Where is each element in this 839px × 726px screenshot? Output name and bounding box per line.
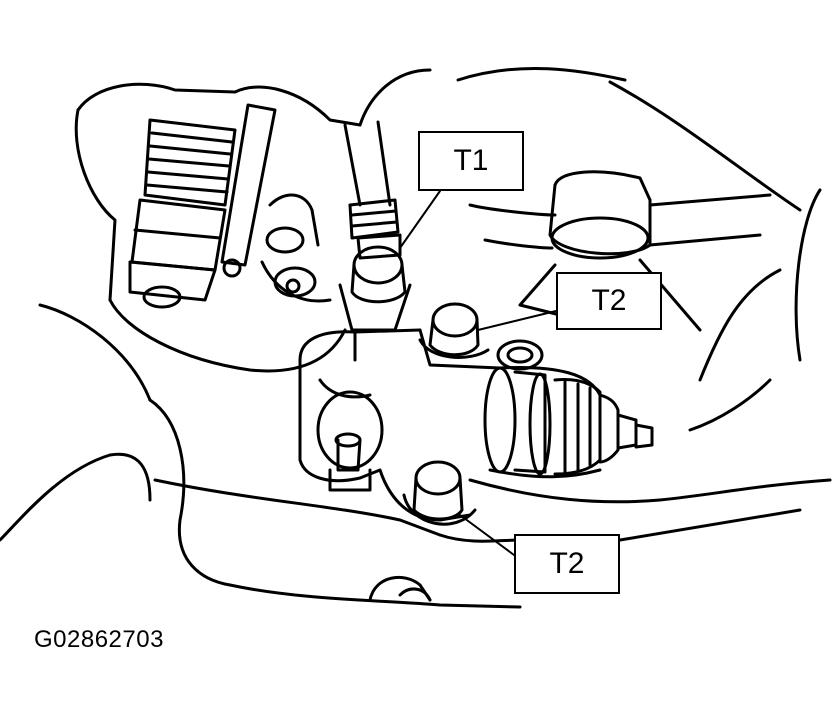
t1-union-bolt xyxy=(338,245,412,332)
t1-label-text: T1 xyxy=(453,144,489,177)
t2-lower-label-text: T2 xyxy=(549,547,585,580)
rubber-boot xyxy=(553,378,654,476)
t1-leader-line xyxy=(399,190,441,249)
leader-lines xyxy=(399,190,557,556)
lower-mount-bolt xyxy=(368,576,432,602)
release-cylinder-body xyxy=(298,328,602,522)
t2-upper-bolt xyxy=(418,302,544,371)
spring-assembly xyxy=(128,103,277,309)
t2-upper-leader-line xyxy=(477,310,557,331)
t2-upper-label-text: T2 xyxy=(591,284,627,317)
t2-lower-bolt xyxy=(402,460,477,526)
fork-mount xyxy=(468,170,772,332)
transmission-housing xyxy=(0,66,832,609)
t2-lower-leader-line xyxy=(459,514,515,556)
t1-callout-label: T1 xyxy=(418,131,524,191)
bracket xyxy=(260,193,332,303)
t2-lower-callout-label: T2 xyxy=(514,534,620,594)
hydraulic-hose xyxy=(343,120,402,260)
t2-upper-callout-label: T2 xyxy=(556,272,662,330)
figure-code: G02862703 xyxy=(34,626,164,653)
